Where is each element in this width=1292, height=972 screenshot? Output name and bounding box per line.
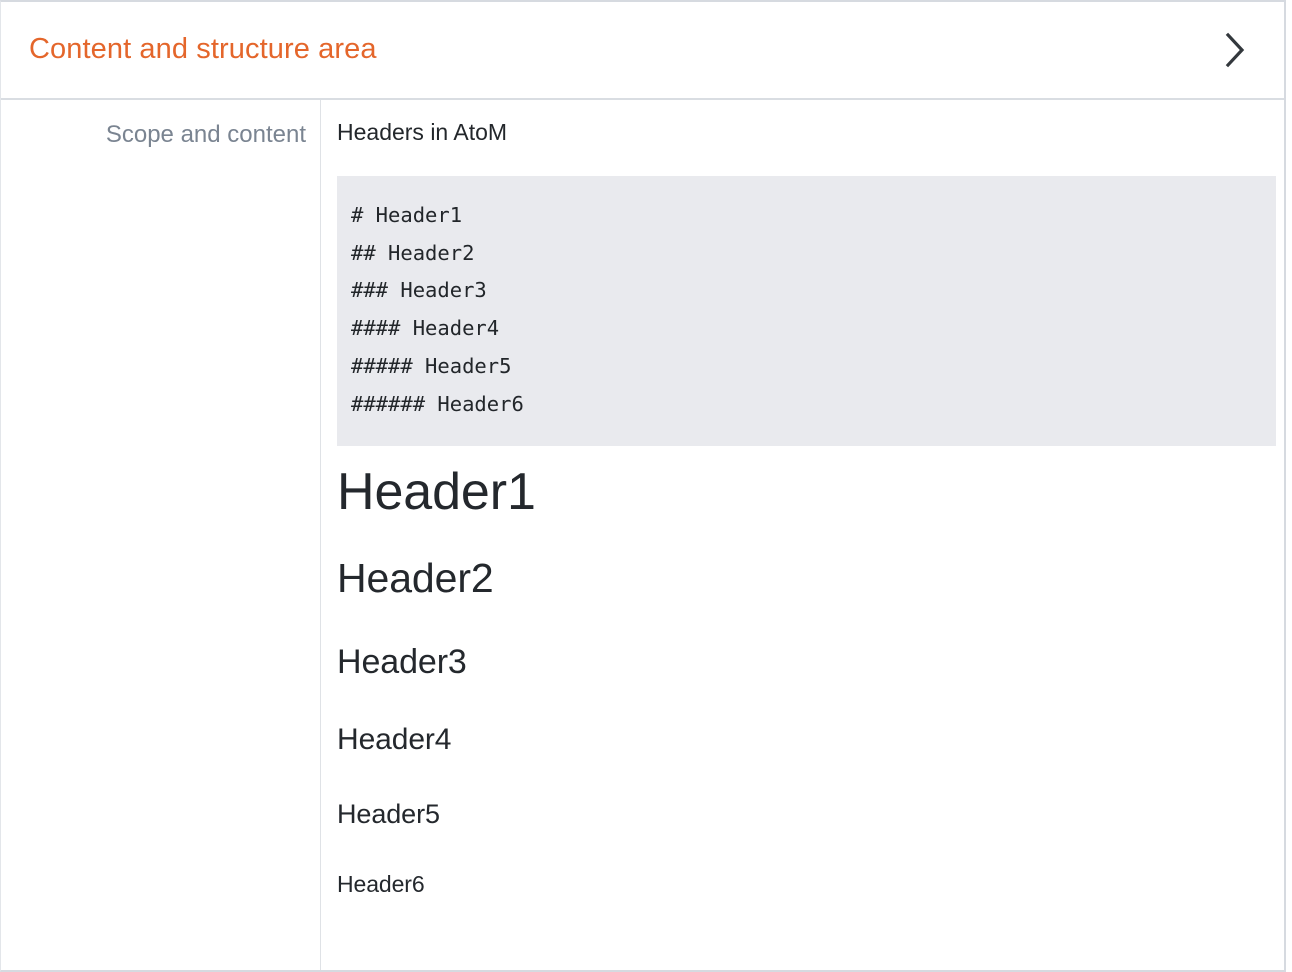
- field-label-scope-and-content: Scope and content: [105, 121, 306, 148]
- rendered-header-4: Header4: [337, 722, 452, 756]
- page-title: Content and structure area: [29, 33, 377, 66]
- field-value-column: Headers in AtoM # Header1 ## Header2 ###…: [321, 100, 1284, 970]
- panel-header: Content and structure area: [1, 2, 1284, 100]
- markdown-source-code-block: # Header1 ## Header2 ### Header3 #### He…: [337, 175, 1276, 446]
- rendered-header-6: Header6: [337, 870, 425, 897]
- rendered-header-5: Header5: [337, 798, 440, 829]
- rendered-header-3: Header3: [337, 642, 467, 681]
- rendered-header-1: Header1: [337, 462, 536, 521]
- panel-body: Scope and content Headers in AtoM # Head…: [1, 100, 1284, 970]
- rendered-header-2: Header2: [337, 554, 494, 601]
- field-label-column: Scope and content: [1, 100, 321, 970]
- content-intro-text: Headers in AtoM: [337, 119, 508, 145]
- chevron-right-icon: [1222, 30, 1248, 70]
- rendered-headers-list: Header1 Header2 Header3 Header4 Header5 …: [337, 466, 1276, 896]
- panel-expand-toggle-button[interactable]: [1212, 27, 1258, 73]
